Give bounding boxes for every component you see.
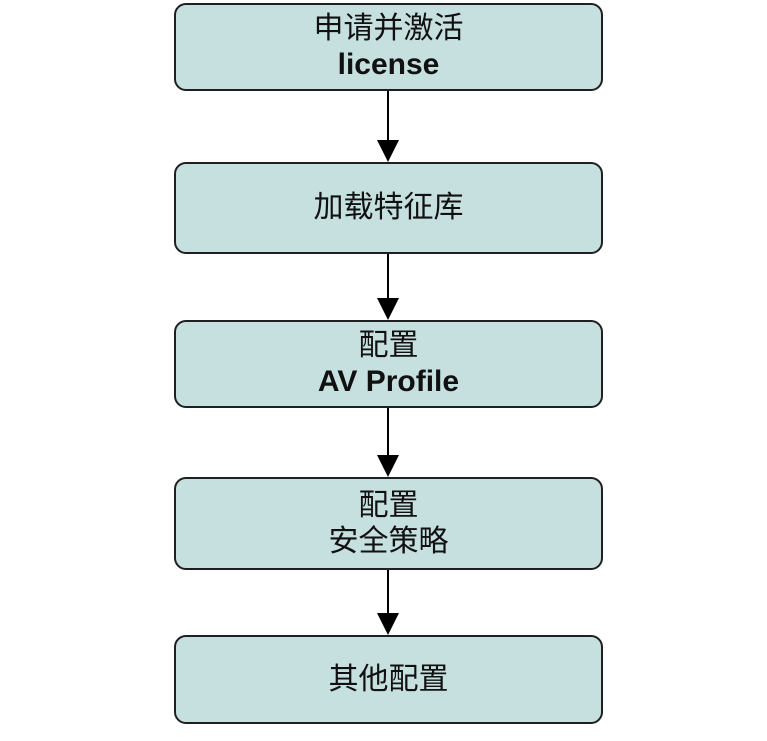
- step-1-line-2: license: [337, 48, 440, 81]
- step-activate-license: 申请并激活 license: [174, 3, 603, 91]
- arrow-1-to-2: [377, 91, 399, 162]
- arrow-3-to-4: [377, 408, 399, 477]
- arrow-2-to-3: [377, 254, 399, 320]
- step-2-line-1: 加载特征库: [313, 190, 464, 225]
- step-3-line-1: 配置: [358, 328, 419, 363]
- step-1-line-1: 申请并激活: [313, 11, 464, 46]
- step-configure-security-policy: 配置 安全策略: [174, 477, 603, 570]
- step-configure-av-profile: 配置 AV Profile: [174, 320, 603, 408]
- step-5-line-1: 其他配置: [328, 661, 449, 697]
- arrow-4-to-5: [377, 570, 399, 635]
- step-4-line-2: 安全策略: [328, 523, 449, 559]
- step-other-configuration: 其他配置: [174, 635, 603, 724]
- step-3-line-2: AV Profile: [317, 365, 460, 398]
- step-4-line-1: 配置: [358, 487, 419, 523]
- step-load-signature-db: 加载特征库: [174, 162, 603, 254]
